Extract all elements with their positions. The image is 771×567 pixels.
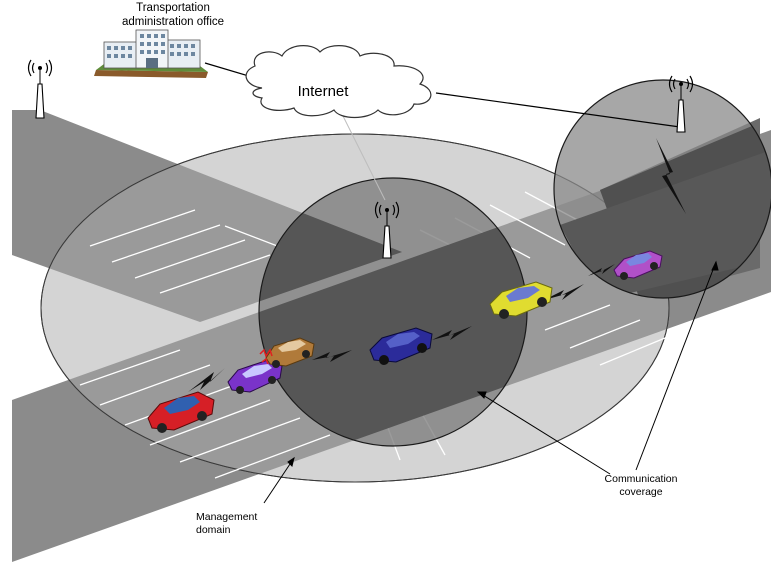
- management-domain-label: Management domain: [196, 511, 258, 536]
- building-icon: [94, 29, 208, 78]
- cloud-icon: [245, 45, 432, 119]
- communication-coverage-label: Communication coverage: [604, 473, 678, 498]
- right-coverage-circle: [553, 79, 771, 299]
- antenna-icon: [374, 201, 400, 259]
- car-icon: [147, 250, 663, 433]
- office-label: Transportation administration office: [121, 2, 225, 28]
- antenna-icon: [668, 75, 694, 133]
- lightning-icon: [188, 138, 686, 392]
- pointer-lines: [263, 260, 719, 504]
- antenna-icon: [27, 59, 53, 119]
- internet-label: Internet: [297, 83, 349, 100]
